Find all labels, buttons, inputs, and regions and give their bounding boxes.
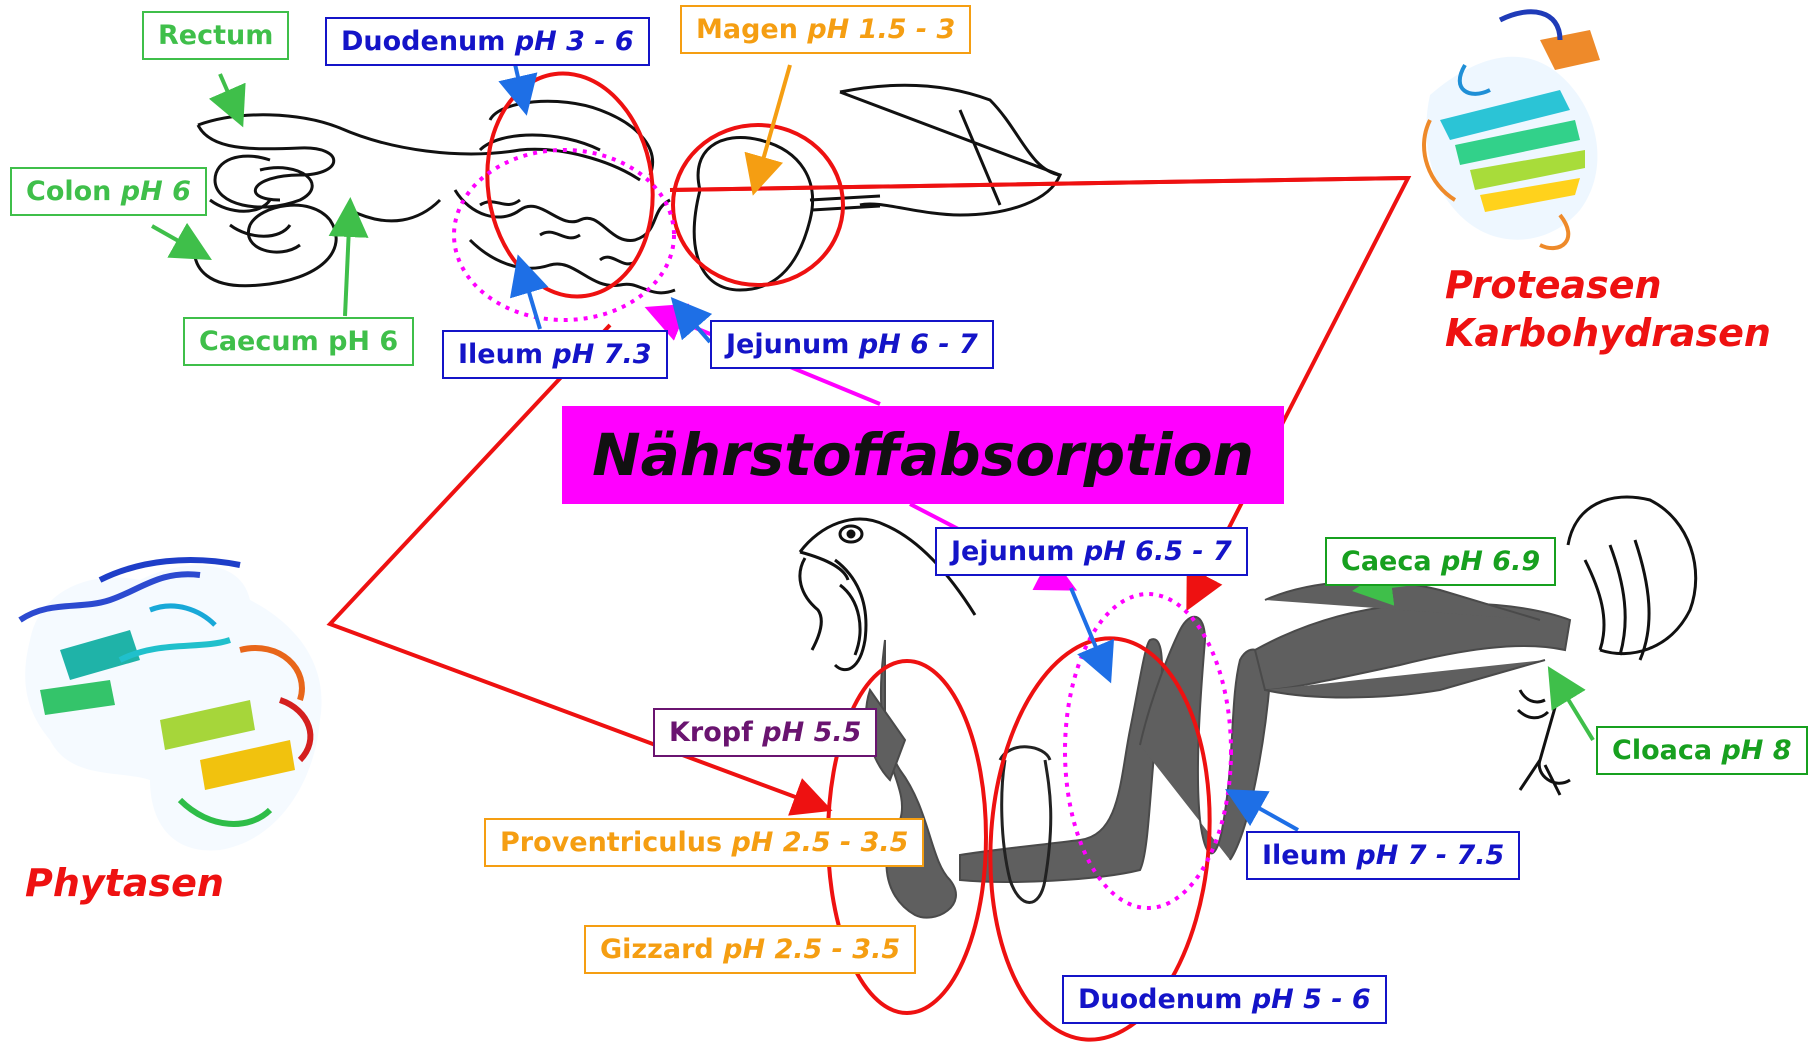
enzyme-karbohydrasen: Karbohydrasen bbox=[1445, 310, 1771, 358]
pig-caecum-name: Caecum pH 6 bbox=[199, 326, 398, 357]
pig-rectum-label: Rectum bbox=[142, 11, 289, 60]
protease-structure-image bbox=[1424, 12, 1600, 248]
chicken-cloaca-name: Cloaca bbox=[1612, 735, 1712, 766]
phytase-structure-image bbox=[20, 560, 322, 850]
pig-jejunum-ph: pH 6 - 7 bbox=[859, 329, 978, 360]
pig-magen-name: Magen bbox=[696, 14, 798, 45]
pig-colon-label: Colon pH 6 bbox=[10, 167, 207, 216]
pig-colon-ph: pH 6 bbox=[121, 176, 191, 207]
chicken-jejunum-ph: pH 6.5 - 7 bbox=[1084, 536, 1232, 567]
chicken-kropf-ph: pH 5.5 bbox=[762, 717, 861, 748]
banner-text: Nährstoffabsorption bbox=[592, 421, 1254, 489]
chicken-proventriculus-ph: pH 2.5 - 3.5 bbox=[731, 827, 908, 858]
chicken-kropf-name: Kropf bbox=[669, 717, 753, 748]
chicken-kropf-label: Kropf pH 5.5 bbox=[653, 708, 877, 757]
pig-duodenum-ph: pH 3 - 6 bbox=[515, 26, 634, 57]
enzyme-phytasen: Phytasen bbox=[25, 860, 224, 908]
pig-magen-label: Magen pH 1.5 - 3 bbox=[680, 5, 971, 54]
pig-caecum-label: Caecum pH 6 bbox=[183, 317, 414, 366]
pig-ileum-name: Ileum bbox=[458, 339, 543, 370]
chicken-gizzard-ph: pH 2.5 - 3.5 bbox=[723, 934, 900, 965]
enzyme-group-proteasen: Proteasen Karbohydrasen bbox=[1445, 262, 1771, 357]
pig-duodenum-label: Duodenum pH 3 - 6 bbox=[325, 17, 650, 66]
pig-gut-sketch bbox=[194, 85, 1060, 293]
chicken-ileum-name: Ileum bbox=[1262, 840, 1347, 871]
chicken-caeca-label: Caeca pH 6.9 bbox=[1325, 537, 1556, 586]
chicken-jejunum-name: Jejunum bbox=[951, 536, 1074, 567]
chicken-jejunum-label: Jejunum pH 6.5 - 7 bbox=[935, 527, 1248, 576]
pig-jejunum-name: Jejunum bbox=[726, 329, 849, 360]
chicken-caeca-name: Caeca bbox=[1341, 546, 1432, 577]
pig-rectum-name: Rectum bbox=[158, 20, 273, 51]
chicken-ileum-label: Ileum pH 7 - 7.5 bbox=[1246, 831, 1520, 880]
chicken-proventriculus-label: Proventriculus pH 2.5 - 3.5 bbox=[484, 818, 924, 867]
chicken-cloaca-label: Cloaca pH 8 bbox=[1596, 726, 1808, 775]
pig-ileum-label: Ileum pH 7.3 bbox=[442, 330, 668, 379]
pig-jejunum-label: Jejunum pH 6 - 7 bbox=[710, 320, 994, 369]
chicken-gizzard-label: Gizzard pH 2.5 - 3.5 bbox=[584, 925, 916, 974]
pig-duodenum-name: Duodenum bbox=[341, 26, 505, 57]
enzyme-proteasen: Proteasen bbox=[1445, 262, 1771, 310]
chicken-duodenum-name: Duodenum bbox=[1078, 984, 1242, 1015]
chicken-ileum-ph: pH 7 - 7.5 bbox=[1356, 840, 1504, 871]
chicken-caeca-ph: pH 6.9 bbox=[1441, 546, 1540, 577]
chicken-duodenum-label: Duodenum pH 5 - 6 bbox=[1062, 975, 1387, 1024]
pig-colon-name: Colon bbox=[26, 176, 111, 207]
chicken-proventriculus-name: Proventriculus bbox=[500, 827, 722, 858]
chicken-gizzard-name: Gizzard bbox=[600, 934, 714, 965]
chicken-cloaca-ph: pH 8 bbox=[1721, 735, 1791, 766]
pig-ileum-ph: pH 7.3 bbox=[552, 339, 651, 370]
chicken-duodenum-ph: pH 5 - 6 bbox=[1252, 984, 1371, 1015]
nutrient-absorption-banner: Nährstoffabsorption bbox=[562, 406, 1284, 504]
pig-magen-ph: pH 1.5 - 3 bbox=[807, 14, 955, 45]
